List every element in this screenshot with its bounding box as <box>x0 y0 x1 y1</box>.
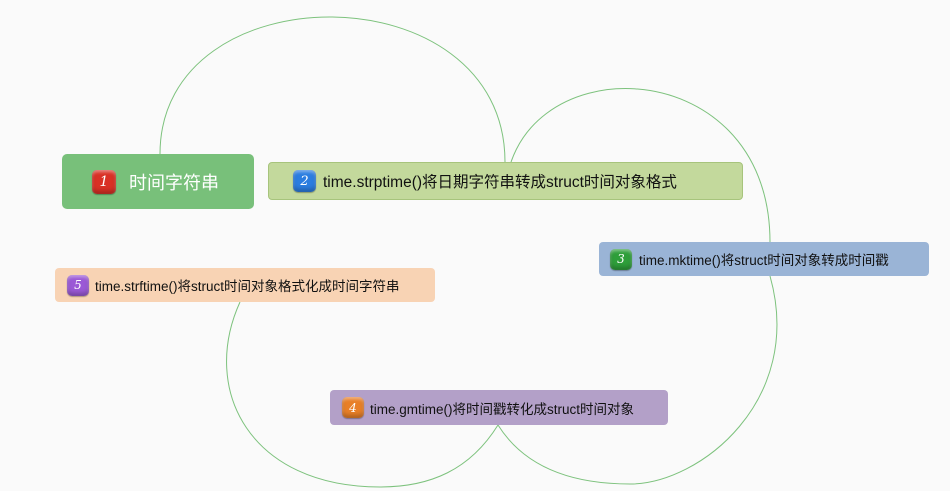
node-label: time.mktime()将struct时间对象转成时间戳 <box>639 253 889 268</box>
node-label: time.strptime()将日期字符串转成struct时间对象格式 <box>323 174 677 191</box>
connector-4-to-5 <box>226 301 499 488</box>
number-badge-icon: 5 <box>67 274 89 296</box>
node-label: 时间字符串 <box>129 172 219 193</box>
node-label: time.gmtime()将时间戳转化成struct时间对象 <box>370 401 635 417</box>
node-gmtime[interactable]: 4 time.gmtime()将时间戳转化成struct时间对象 <box>330 390 668 425</box>
number-badge-icon: 1 <box>92 169 116 194</box>
node-strptime[interactable]: 2 time.strptime()将日期字符串转成struct时间对象格式 <box>268 162 743 200</box>
connector-3-to-4 <box>497 275 778 485</box>
node-time-string[interactable]: 1 时间字符串 <box>62 154 254 209</box>
node-label: time.strftime()将struct时间对象格式化成时间字符串 <box>95 279 400 294</box>
number-badge-icon: 4 <box>342 397 364 418</box>
number-badge-icon: 2 <box>293 170 316 192</box>
connector-1-to-2 <box>159 16 506 163</box>
node-strftime[interactable]: 5 time.strftime()将struct时间对象格式化成时间字符串 <box>55 268 435 302</box>
number-badge-icon: 3 <box>610 248 632 270</box>
connector-2-to-3 <box>504 88 771 243</box>
node-mktime[interactable]: 3 time.mktime()将struct时间对象转成时间戳 <box>599 242 929 276</box>
